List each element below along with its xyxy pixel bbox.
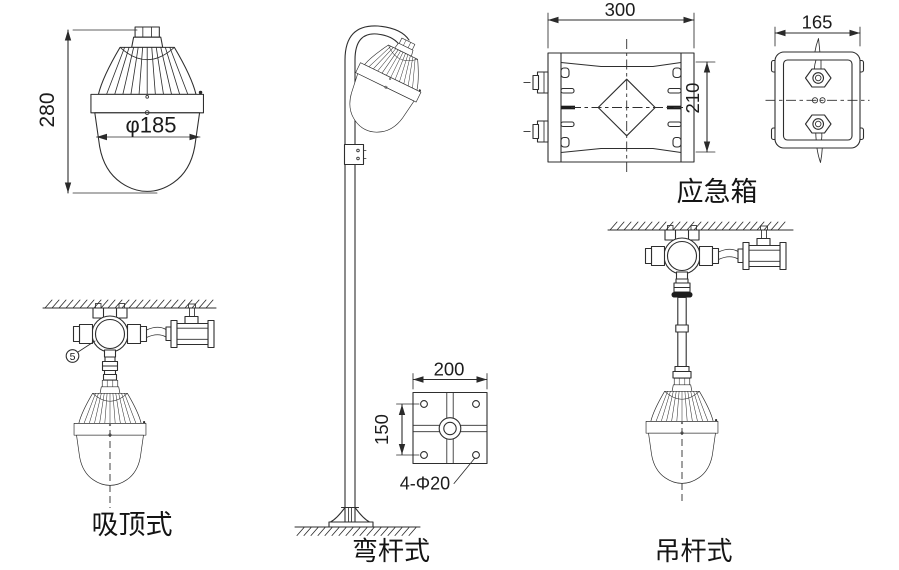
rod-lamp-adapter bbox=[672, 365, 692, 379]
dim-165-text: 165 bbox=[802, 12, 833, 33]
dim-200-text: 200 bbox=[434, 359, 465, 380]
stem-coupling bbox=[101, 356, 119, 381]
pole-outer-line bbox=[344, 25, 410, 524]
pole-junction-block bbox=[343, 143, 367, 166]
callout-number: 5 bbox=[70, 351, 76, 363]
lamp-fixture bbox=[334, 26, 439, 145]
terminal-hole bbox=[819, 97, 826, 104]
label-ceiling-mount: 吸顶式 bbox=[92, 510, 173, 540]
dim-150: 150 bbox=[371, 403, 420, 456]
dim-280-text: 280 bbox=[36, 92, 59, 127]
dim-210-text: 210 bbox=[682, 83, 703, 114]
view-bent-pole bbox=[294, 25, 439, 536]
cable-gland-upper bbox=[523, 71, 549, 94]
center-hole bbox=[443, 421, 457, 436]
cable-bottom-inside bbox=[815, 133, 823, 141]
box-outer-edges bbox=[560, 52, 682, 163]
label-emergency-box: 应急箱 bbox=[677, 177, 758, 207]
rod-collar bbox=[675, 324, 689, 333]
bolt-hole bbox=[472, 400, 480, 408]
view-ceiling-mount: 5 bbox=[42, 299, 217, 508]
callout-circle bbox=[65, 349, 80, 363]
dim-300: 300 bbox=[547, 0, 695, 49]
dim-280: 280 bbox=[36, 29, 158, 194]
view-lamp-front: 280 φ185 bbox=[36, 26, 204, 194]
mount-assembly bbox=[644, 224, 787, 280]
box-waist-profile bbox=[560, 61, 682, 154]
gland-hex-bottom bbox=[804, 114, 832, 134]
label-bent-pole: 弯杆式 bbox=[352, 536, 430, 566]
cable-gland-lower bbox=[523, 120, 549, 143]
leader-line bbox=[77, 340, 96, 353]
ground-hatch bbox=[296, 527, 417, 536]
mount-assembly bbox=[72, 302, 215, 358]
dim-165: 165 bbox=[774, 12, 861, 47]
bolt-hole bbox=[472, 451, 480, 459]
dim-150-text: 150 bbox=[371, 414, 392, 445]
view-pendant bbox=[607, 221, 794, 505]
dim-210: 210 bbox=[682, 61, 716, 153]
cable-top-inside bbox=[813, 59, 822, 70]
dim-300-text: 300 bbox=[605, 0, 636, 20]
view-emergency-box-side: 165 bbox=[765, 12, 870, 163]
pole-inner-line bbox=[354, 33, 401, 524]
ceiling-hatch bbox=[609, 221, 786, 231]
base-plate bbox=[412, 391, 488, 465]
leader-line bbox=[453, 458, 475, 484]
plate-ribs bbox=[412, 392, 488, 464]
holes-callout: 4-Φ20 bbox=[400, 458, 475, 494]
ceiling-hatch bbox=[44, 299, 214, 309]
bolt-hole bbox=[420, 451, 428, 459]
lamp-fixture bbox=[90, 26, 204, 192]
view-emergency-box-front: 300 210 bbox=[523, 0, 716, 175]
stem-coupling bbox=[673, 278, 691, 293]
dim-200: 200 bbox=[412, 359, 488, 390]
gland-hex-top bbox=[804, 68, 832, 88]
box-tabs-left bbox=[560, 67, 575, 148]
box-diamond-plate bbox=[597, 78, 656, 137]
label-pendant: 吊杆式 bbox=[654, 536, 732, 566]
holes-callout-text: 4-Φ20 bbox=[400, 474, 450, 494]
terminal-hole bbox=[811, 97, 819, 104]
box-end-plate-left bbox=[547, 52, 562, 163]
dim-diameter-text: φ185 bbox=[126, 113, 177, 138]
bolt-hole bbox=[420, 400, 428, 408]
callout-5: 5 bbox=[65, 340, 96, 363]
rubber-seal-ring bbox=[671, 292, 693, 298]
view-base-plate-detail: 200 150 4-Φ20 bbox=[371, 359, 488, 494]
center-boss bbox=[438, 417, 462, 440]
pole-base bbox=[328, 506, 374, 528]
dim-diameter: φ185 bbox=[96, 113, 201, 141]
